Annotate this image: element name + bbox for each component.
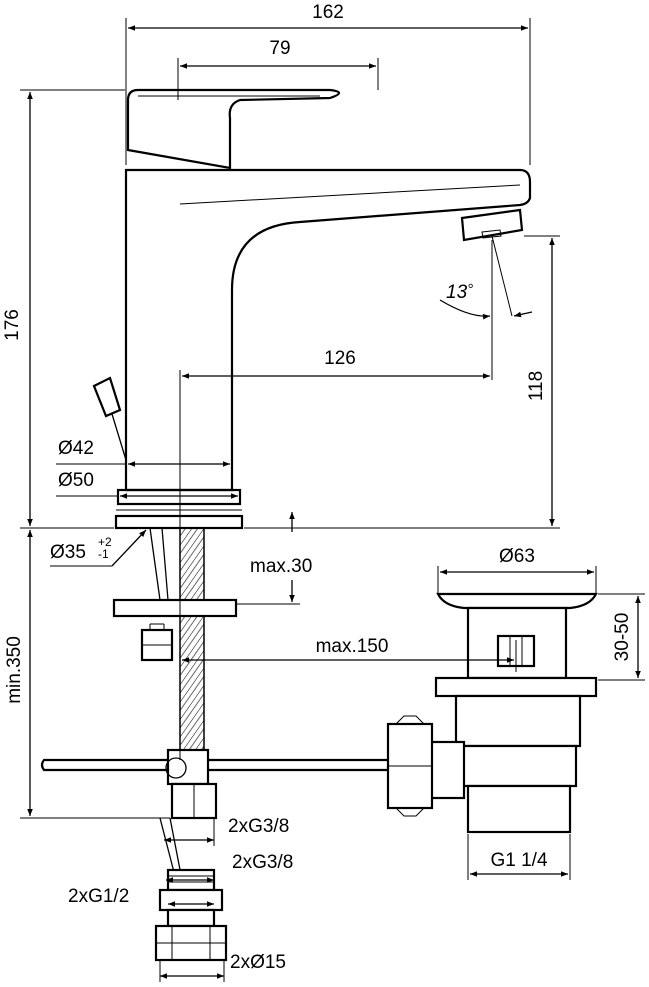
dim-body-diameter-base: Ø50 <box>58 470 94 491</box>
dim-spout-angle-value: 13 <box>446 282 468 303</box>
dim-hose-length: min.350 <box>4 636 25 704</box>
dim-spout-height: 118 <box>526 371 547 401</box>
dim-waste-height: 30-50 <box>612 613 633 662</box>
dim-spout-reach: 126 <box>324 348 356 369</box>
dim-overall-height: 176 <box>2 309 23 341</box>
dim-overall-width: 162 <box>312 2 344 23</box>
dimension-labels: 162 79 176 13° 126 118 Ø42 Ø50 Ø35 +2 -1… <box>2 2 633 973</box>
dim-compression-fitting: 2xØ15 <box>230 952 286 973</box>
dim-hole-tol-plus: +2 <box>98 535 112 549</box>
dimension-lines <box>20 18 645 982</box>
dim-valve-outlet: 2xG3/8 <box>232 852 293 873</box>
dim-hole-diameter: Ø35 <box>50 542 86 563</box>
angle-valve <box>154 868 228 962</box>
dim-hole-tol-minus: -1 <box>98 547 109 561</box>
faucet-body <box>92 88 532 530</box>
dim-waste-thread: G1 1/4 <box>490 850 547 871</box>
dim-spout-angle-unit: ° <box>467 281 473 298</box>
dim-valve-inlet: 2xG1/2 <box>68 886 129 907</box>
dim-waste-diameter: Ø63 <box>499 546 535 567</box>
dim-spout-angle: 13° <box>446 281 473 303</box>
dim-deck-thickness: max.30 <box>250 556 312 577</box>
dim-max-distance: max.150 <box>316 636 389 657</box>
dim-body-diameter-top: Ø42 <box>58 438 94 459</box>
waste-fitting <box>386 592 598 834</box>
dim-lever-length: 79 <box>269 38 290 59</box>
supply-hoses <box>40 527 398 881</box>
dim-hose-connection: 2xG3/8 <box>228 816 289 837</box>
